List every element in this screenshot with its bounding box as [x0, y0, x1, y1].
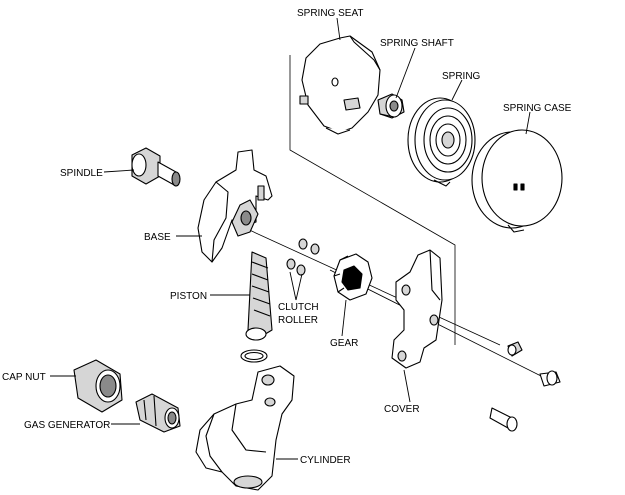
screw-lower	[489, 407, 518, 432]
screw-upper	[539, 370, 561, 387]
label-gas-generator: GAS GENERATOR	[24, 420, 110, 431]
label-spindle: SPINDLE	[60, 168, 103, 179]
label-cylinder: CYLINDER	[300, 455, 351, 466]
label-spring: SPRING	[442, 71, 481, 82]
clutch-rollers	[286, 238, 320, 276]
label-cover: COVER	[384, 404, 420, 415]
label-spring-shaft: SPRING SHAFT	[380, 38, 454, 49]
spring-coil	[407, 97, 489, 187]
label-clutch: CLUTCH	[278, 302, 319, 313]
gas-generator	[135, 393, 181, 433]
label-roller: ROLLER	[278, 315, 318, 326]
label-spring-case: SPRING CASE	[503, 103, 572, 114]
gear	[333, 253, 373, 301]
label-cap-nut: CAP NUT	[2, 372, 46, 383]
spring-shaft	[377, 93, 405, 119]
label-piston: PISTON	[170, 291, 207, 302]
screw-small	[507, 341, 523, 357]
base	[197, 149, 273, 263]
piston	[245, 251, 273, 341]
leader-lines	[50, 17, 531, 460]
label-spring-seat: SPRING SEAT	[297, 8, 364, 19]
label-base: BASE	[144, 232, 171, 243]
part-labels: SPRING SEAT SPRING SHAFT SPRING SPRING C…	[2, 8, 572, 466]
cap-nut	[73, 359, 123, 413]
label-gear: GEAR	[330, 338, 358, 349]
spring-case	[471, 129, 563, 233]
cylinder	[195, 365, 295, 491]
o-ring	[240, 349, 268, 363]
spring-seat	[299, 35, 381, 135]
cover	[391, 249, 443, 369]
spindle	[131, 147, 181, 187]
